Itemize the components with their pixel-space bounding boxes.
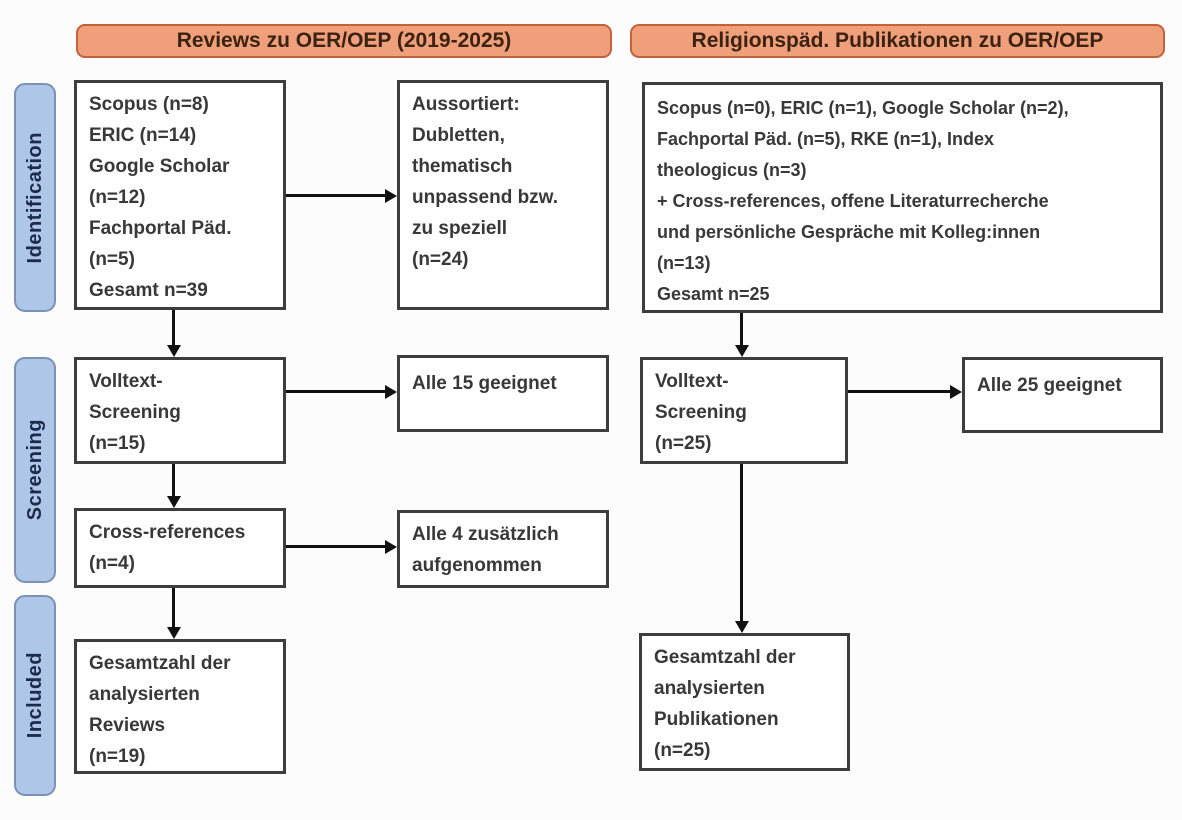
box-reviews-cross-references-result: Alle 4 zusätzlich aufgenommen [397,510,609,588]
stage-label-screening: Screening [14,357,56,583]
stage-label-identification: Identification [14,83,56,312]
stage-label-screening-text: Screening [23,419,46,521]
arrow-reviews-fulltext-to-result [286,384,397,399]
arrow-reviews-sources-to-excluded [286,188,397,203]
arrow-reviews-sources-to-fulltext [166,310,181,357]
box-religionspaed-fulltext-screening: Volltext- Screening (n=25) [640,357,848,464]
box-reviews-included-total: Gesamtzahl der analysierten Reviews (n=1… [74,639,286,774]
box-reviews-excluded: Aussortiert: Dubletten, thematisch unpas… [397,80,609,310]
box-reviews-fulltext-screening: Volltext- Screening (n=15) [74,357,286,464]
stage-label-included-text: Included [23,652,46,739]
column-header-reviews: Reviews zu OER/OEP (2019-2025) [76,24,612,58]
stage-label-included: Included [14,595,56,796]
column-header-religionspaed: Religionspäd. Publikationen zu OER/OEP [630,24,1165,58]
arrow-reviews-fulltext-to-crossref [166,464,181,508]
arrow-reviews-crossref-to-result [286,539,397,554]
box-religionspaed-fulltext-result: Alle 25 geeignet [962,357,1163,433]
box-reviews-fulltext-result: Alle 15 geeignet [397,355,609,432]
stage-label-identification-text: Identification [23,131,46,264]
box-religionspaed-included-total: Gesamtzahl der analysierten Publikatione… [639,633,850,771]
arrow-religionspaed-fulltext-to-result [848,384,962,399]
arrow-reviews-crossref-to-included [166,588,181,639]
box-religionspaed-sources: Scopus (n=0), ERIC (n=1), Google Scholar… [642,82,1163,313]
box-reviews-cross-references: Cross-references (n=4) [74,508,286,588]
box-reviews-sources: Scopus (n=8) ERIC (n=14) Google Scholar … [74,80,286,310]
arrow-religionspaed-sources-to-fulltext [734,313,749,357]
arrow-religionspaed-fulltext-to-included [734,464,749,633]
